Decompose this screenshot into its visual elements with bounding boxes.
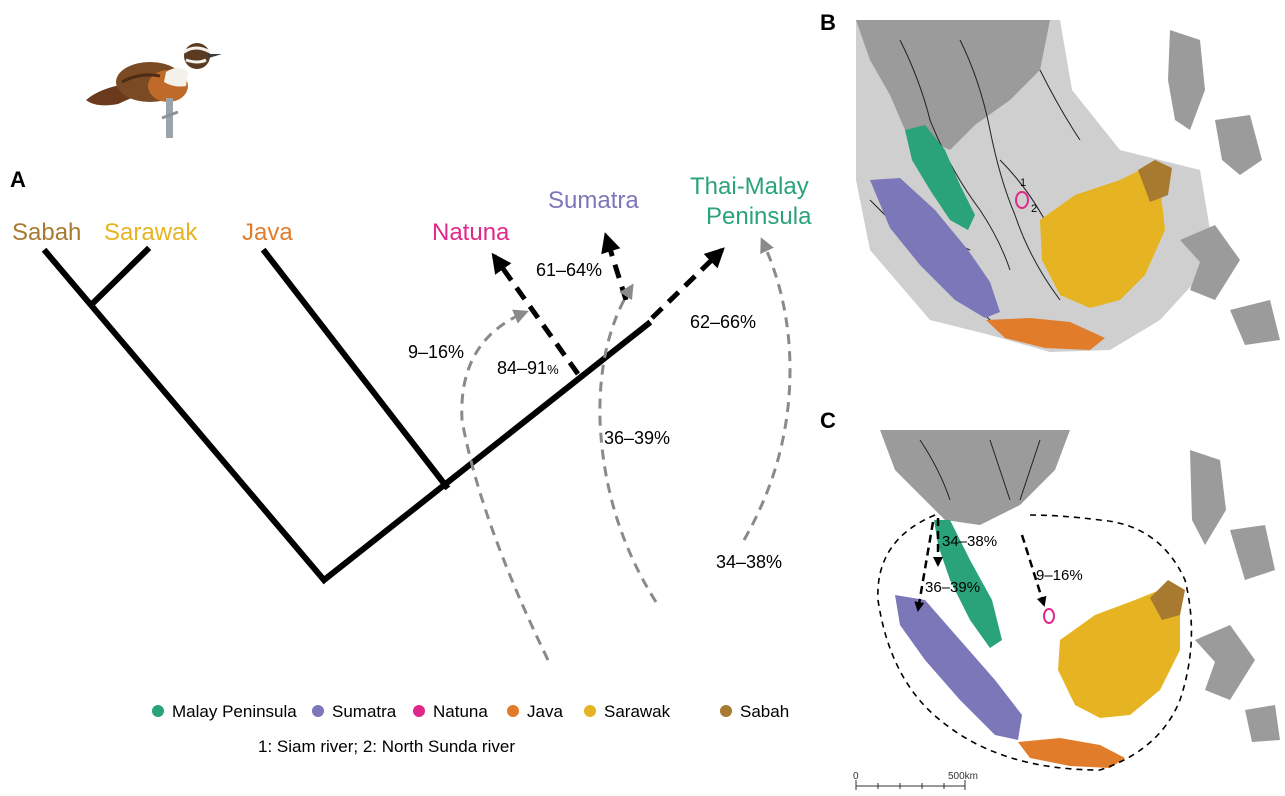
panel-a-label: A [10,167,26,192]
pct-84-91-sign: % [547,362,559,377]
branch-backbone [319,319,653,585]
sulawesi-c [1195,625,1255,700]
sabah-b [1138,160,1172,202]
legend-label-malay: Malay Peninsula [172,702,297,721]
panel-b-label: B [820,10,836,35]
gray-arrow-natuna [460,309,550,661]
arrow-c-36-39 [914,521,935,612]
pct-61-64: 61–64% [536,260,602,280]
taxon-thai-malay-line2: Peninsula [706,203,812,230]
pct-36-39: 36–39% [604,428,670,448]
natuna-marker-c [1043,608,1055,624]
legend-dot-sumatra [312,705,324,717]
natuna-marker-b [1015,191,1029,209]
taxon-sumatra: Sumatra [548,187,639,214]
branch-sabah [41,247,329,585]
taxon-thai-malay-line1: Thai-Malay [690,173,809,200]
map-c: 34–38% 36–39% 9–16% 0 500km [853,430,1280,790]
phylogenetic-tree [41,245,653,585]
mainland-b [856,20,1050,150]
refugium-boundary-c [877,514,1193,771]
east-island-b [1230,300,1280,345]
map-c-pct-34-38: 34–38% [942,533,997,550]
rivers-c [919,439,1041,501]
pct-84-91-value: 84–91 [497,358,547,378]
gray-arrow-sumatra [598,283,658,603]
legend-dot-java [507,705,519,717]
scale-label-zero: 0 [853,771,859,782]
legend-label-java: Java [527,702,563,721]
scale-bar [855,780,966,790]
legend: Malay Peninsula Sumatra Natuna Java Sara… [152,702,789,756]
river1-label-b: 1 [1020,177,1026,189]
legend-dot-natuna [413,705,425,717]
taxon-sarawak: Sarawak [104,219,198,246]
philippines-c [1190,450,1226,545]
map-b: 1 2 [856,20,1280,352]
bird-illustration [86,43,222,138]
legend-label-sarawak: Sarawak [604,702,671,721]
panel-c-label: C [820,408,836,433]
legend-label-sumatra: Sumatra [332,702,397,721]
java-b [986,318,1105,350]
sulawesi-b [1180,225,1240,300]
pct-9-16: 9–16% [408,342,464,362]
branch-java [260,247,451,491]
legend-label-natuna: Natuna [433,702,488,721]
mindanao-b [1215,115,1262,175]
arrow-to-natuna [491,252,581,376]
sumatra-c [895,595,1022,740]
sarawak-b [1040,170,1165,308]
malay-b [905,125,975,230]
legend-dot-sabah [720,705,732,717]
sarawak-c [1058,590,1180,718]
gray-arrow-thai [742,237,792,541]
scale-label-500km: 500km [948,771,978,782]
philippines-b [1168,30,1205,130]
river2-label-b: 2 [1031,203,1037,215]
map-c-pct-9-16: 9–16% [1036,567,1083,584]
sumatra-b [870,178,1000,318]
legend-note: 1: Siam river; 2: North Sunda river [258,737,515,756]
legend-label-sabah: Sabah [740,702,789,721]
mindanao-c [1230,525,1275,580]
legend-dot-malay [152,705,164,717]
arrow-to-thai-malay [650,247,725,320]
malay-c [934,520,1002,648]
branch-sarawak [87,245,152,309]
sabah-c [1150,580,1185,620]
legend-dot-sarawak [584,705,596,717]
pct-34-38: 34–38% [716,552,782,572]
mainland-c [880,430,1070,525]
pct-84-91: 84–91% [497,358,559,378]
java-c [1018,738,1125,768]
east-island-c [1245,705,1280,742]
taxon-natuna: Natuna [432,219,510,246]
gray-dashed-arrows [460,237,792,661]
arrow-to-sumatra [601,232,629,301]
pct-62-66: 62–66% [690,312,756,332]
taxon-sabah: Sabah [12,219,81,246]
taxon-java: Java [242,219,293,246]
map-c-pct-36-39: 36–39% [925,579,980,596]
